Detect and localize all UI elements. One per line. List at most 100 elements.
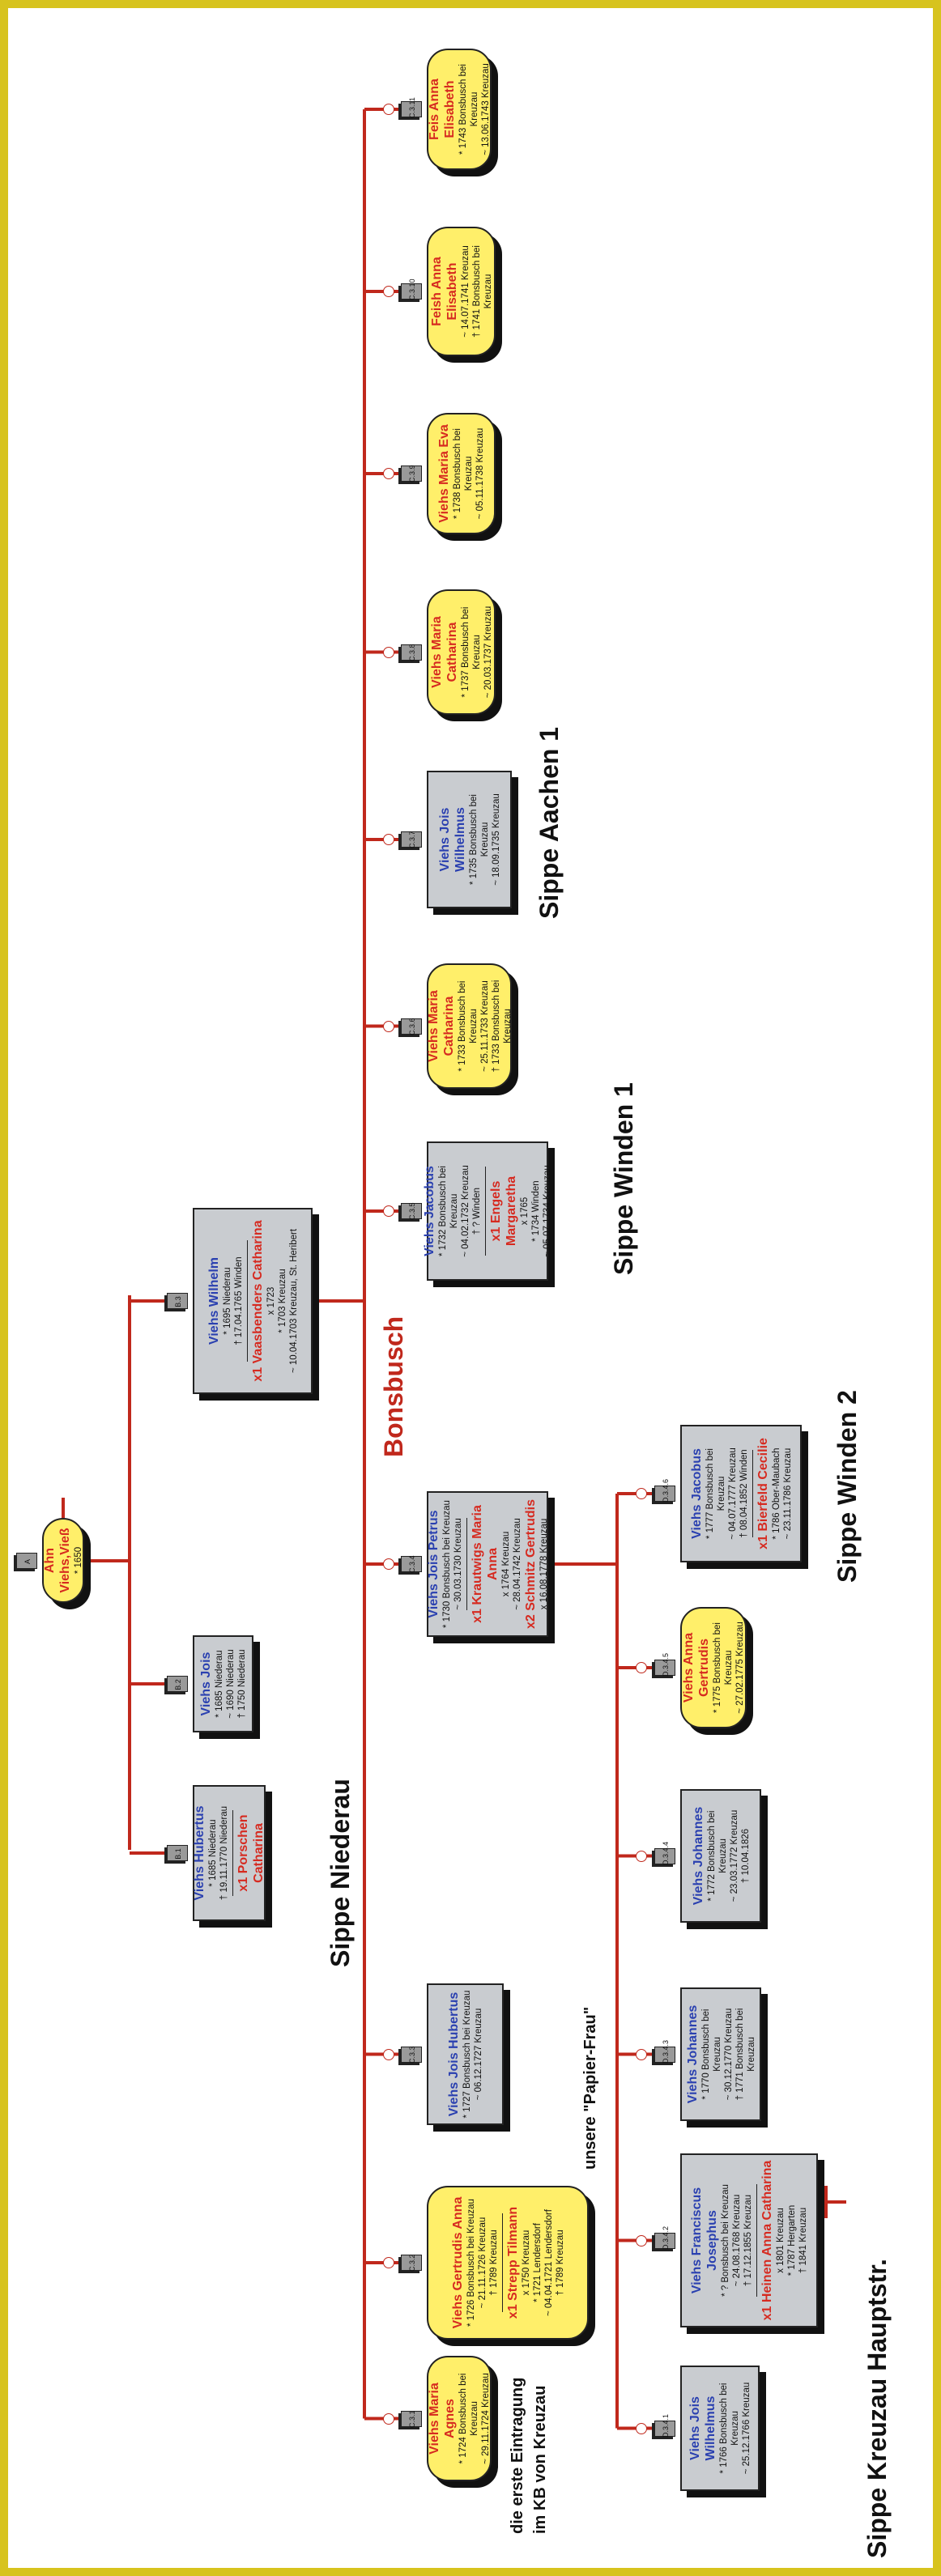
person-detail: † ? Winden: [472, 1187, 482, 1235]
spouse-detail: x 1764 Kreuzau: [500, 1531, 511, 1597]
person-card-b3[interactable]: Viehs Wilhelm* 1695 Niederau† 17.04.1765…: [193, 1208, 313, 1394]
tag-label: C.3.4: [401, 1555, 422, 1573]
tag-label: D.3.4.5: [654, 1653, 675, 1677]
person-detail: * ? Bonsbusch bei Kreuzau: [721, 2184, 730, 2297]
tag-label: B.3: [167, 1293, 188, 1309]
person-name: Viehs Anna Gertrudis: [682, 1632, 711, 1703]
person-card-c37[interactable]: Viehs Jois Wilhelmus* 1735 Bonsbusch bei…: [427, 771, 512, 908]
person-detail: * 1737 Bonsbusch bei Kreuzau: [460, 606, 482, 698]
person-card-c32[interactable]: Viehs Gertrudis Anna* 1726 Bonsbusch bei…: [427, 2186, 589, 2340]
person-name: Viehs Maria Eva: [437, 424, 451, 523]
connector-node-icon: [636, 1850, 647, 1862]
person-detail: * 1775 Bonsbusch bei Kreuzau: [713, 1622, 734, 1713]
person-detail: ~ 04.07.1777 Kreuzau: [727, 1447, 738, 1540]
spouse-detail: ~ 28.04.1742 Kreuzau: [512, 1518, 522, 1610]
tag-label: C.3.8: [401, 644, 422, 661]
tag-text: D.3.4.6: [662, 1478, 670, 1503]
connector-node-icon: [383, 1205, 394, 1217]
person-detail: * 1730 Bonsbusch bei Kreuzau: [441, 1500, 452, 1628]
tag-text: D.3.4.3: [662, 2039, 670, 2064]
tag-text: C.3.8: [408, 643, 416, 661]
person-detail: ~ 05.11.1738 Kreuzau: [475, 427, 485, 520]
person-card-c36[interactable]: Viehs Maria Catharina* 1733 Bonsbusch be…: [426, 963, 513, 1089]
tag-label: C.3.1: [401, 2409, 422, 2428]
tag-text: C.3.2: [408, 2254, 416, 2272]
spouse-detail: * 1787 Hergarten: [787, 2204, 797, 2276]
person-detail: ~ 23.03.1772 Kreuzau: [729, 1809, 739, 1902]
person-card-a[interactable]: Ahn Viehs,Vieß* 1650: [42, 1518, 84, 1603]
person-card-c33[interactable]: Viehs Jois Hubertus* 1727 Bonsbusch bei …: [427, 1983, 504, 2125]
person-name: Viehs Jois Petrus: [426, 1510, 441, 1618]
tag-text: B.3: [174, 1296, 182, 1307]
spouse-detail: * 1721 Lendersdorf: [532, 2223, 543, 2302]
spouse-detail: * 1786 Ober-Maubach: [771, 1447, 781, 1540]
person-card-c35[interactable]: Viehs Jacobus* 1732 Bonsbusch bei Kreuza…: [423, 1141, 552, 1281]
person-detail: ~ 25.11.1733 Kreuzau: [479, 980, 490, 1072]
person-detail: ~ 25.12.1766 Kreuzau: [742, 2382, 752, 2475]
person-detail: † 1741 Bonsbusch bei Kreuzau: [471, 245, 493, 338]
tag-label: D.3.4.1: [654, 2413, 675, 2438]
spouse-name: x1 Porschen Catharina: [236, 1814, 266, 1892]
spouse-name: x1 Strepp Tilmann: [505, 2206, 520, 2319]
person-name: Viehs Maria Agnes: [428, 2383, 457, 2455]
person-detail: † 1750 Niederau: [237, 1649, 247, 1719]
tag-text: C.3.3: [408, 2045, 416, 2064]
spouse-detail: x 1750 Kreuzau: [521, 2230, 531, 2296]
person-detail: † 10.04.1826: [740, 1828, 751, 1884]
person-card-d344[interactable]: Viehs Johannes* 1772 Bonsbusch bei Kreuz…: [680, 1789, 761, 1923]
person-card-c310[interactable]: Feish Anna Elisabeth~ 14.07.1741 Kreuzau…: [427, 227, 496, 356]
tag-text: C.3.1: [408, 2409, 416, 2428]
spouse-detail: x 1765: [520, 1197, 530, 1226]
tag-text: C.3.7: [408, 831, 416, 848]
person-detail: † 19.11.1770 Niederau: [219, 1805, 229, 1901]
person-card-c39[interactable]: Viehs Maria Eva* 1738 Bonsbusch bei Kreu…: [427, 413, 496, 534]
connector-node-icon: [636, 1488, 647, 1499]
connector-node-icon: [383, 834, 394, 845]
spouse-name: x2 Schmitz Gertrudis: [523, 1498, 538, 1630]
tag-text: B.1: [174, 1848, 182, 1860]
tag-label: C.3.2: [401, 2254, 422, 2272]
spouse-detail: x 1723: [266, 1286, 276, 1316]
person-name: Viehs Jois Wilhelmus: [437, 807, 467, 872]
person-name: Viehs Jacobus: [689, 1448, 704, 1539]
person-name: Feish Anna Elisabeth: [429, 257, 459, 326]
person-name: Viehs Maria Catharina: [429, 616, 459, 688]
connector-node-icon: [383, 2412, 394, 2425]
annotation-papier-frau: unsere "Papier-Frau": [581, 2006, 599, 2170]
person-detail: ~ 14.07.1741 Kreuzau: [460, 245, 470, 338]
person-name: Viehs Wilhelm: [207, 1256, 221, 1345]
person-name: Viehs Gertrudis Anna: [450, 2196, 465, 2329]
person-card-d345[interactable]: Viehs Anna Gertrudis* 1775 Bonsbusch bei…: [680, 1607, 747, 1728]
person-detail: * 1777 Bonsbusch bei Kreuzau: [705, 1448, 726, 1539]
person-card-c34[interactable]: Viehs Jois Petrus* 1730 Bonsbusch bei Kr…: [426, 1491, 549, 1637]
tag-label: C.3.5: [401, 1202, 422, 1220]
person-detail: * 1727 Bonsbusch bei Kreuzau: [462, 1990, 472, 2119]
section-label-kreuzau: Sippe Kreuzau Hauptstr.: [862, 2259, 892, 2558]
connector-node-icon: [636, 2048, 647, 2060]
person-name: Viehs Franciscus Josephus: [690, 2187, 719, 2294]
person-card-c31[interactable]: Viehs Maria Agnes* 1724 Bonsbusch bei Kr…: [427, 2356, 492, 2481]
person-name: Viehs Johannes: [691, 1806, 705, 1906]
tag-text: C.3.9: [408, 465, 416, 482]
person-card-b1[interactable]: Viehs Hubertus* 1685 Niederau† 19.11.177…: [193, 1785, 266, 1921]
connector-node-icon: [383, 2257, 394, 2268]
person-name: Viehs Jois Hubertus: [447, 1992, 461, 2117]
person-card-d343[interactable]: Viehs Johannes* 1770 Bonsbusch bei Kreuz…: [680, 1987, 761, 2121]
person-card-c38[interactable]: Viehs Maria Catharina* 1737 Bonsbusch be…: [427, 589, 496, 715]
section-label-niederau: Sippe Niederau: [326, 1779, 355, 1967]
person-card-b2[interactable]: Viehs Jois* 1685 Niederau~ 1690 Niederau…: [193, 1635, 253, 1732]
person-detail: * 1766 Bonsbusch bei Kreuzau: [719, 2383, 740, 2474]
person-detail: * 1738 Bonsbusch bei Kreuzau: [453, 428, 474, 519]
person-detail: * 1724 Bonsbusch bei Kreuzau: [458, 2373, 479, 2464]
person-card-d341[interactable]: Viehs Jois Wilhelmus* 1766 Bonsbusch bei…: [680, 2366, 760, 2491]
person-detail: * 1772 Bonsbusch bei Kreuzau: [706, 1810, 728, 1902]
tag-label: C.3.9: [401, 465, 422, 482]
person-card-c311[interactable]: Feis Anna Elisabeth* 1743 Bonsbusch bei …: [427, 49, 492, 170]
person-name: Viehs Johannes: [685, 2004, 700, 2104]
person-name: Viehs Maria Catharina: [426, 990, 456, 1062]
person-card-d346[interactable]: Viehs Jacobus* 1777 Bonsbusch bei Kreuza…: [680, 1425, 802, 1562]
person-name: Viehs Jois: [199, 1651, 213, 1716]
person-card-d342[interactable]: Viehs Franciscus Josephus* ? Bonsbusch b…: [680, 2153, 818, 2327]
person-detail: ~ 06.12.1727 Kreuzau: [474, 2008, 483, 2101]
